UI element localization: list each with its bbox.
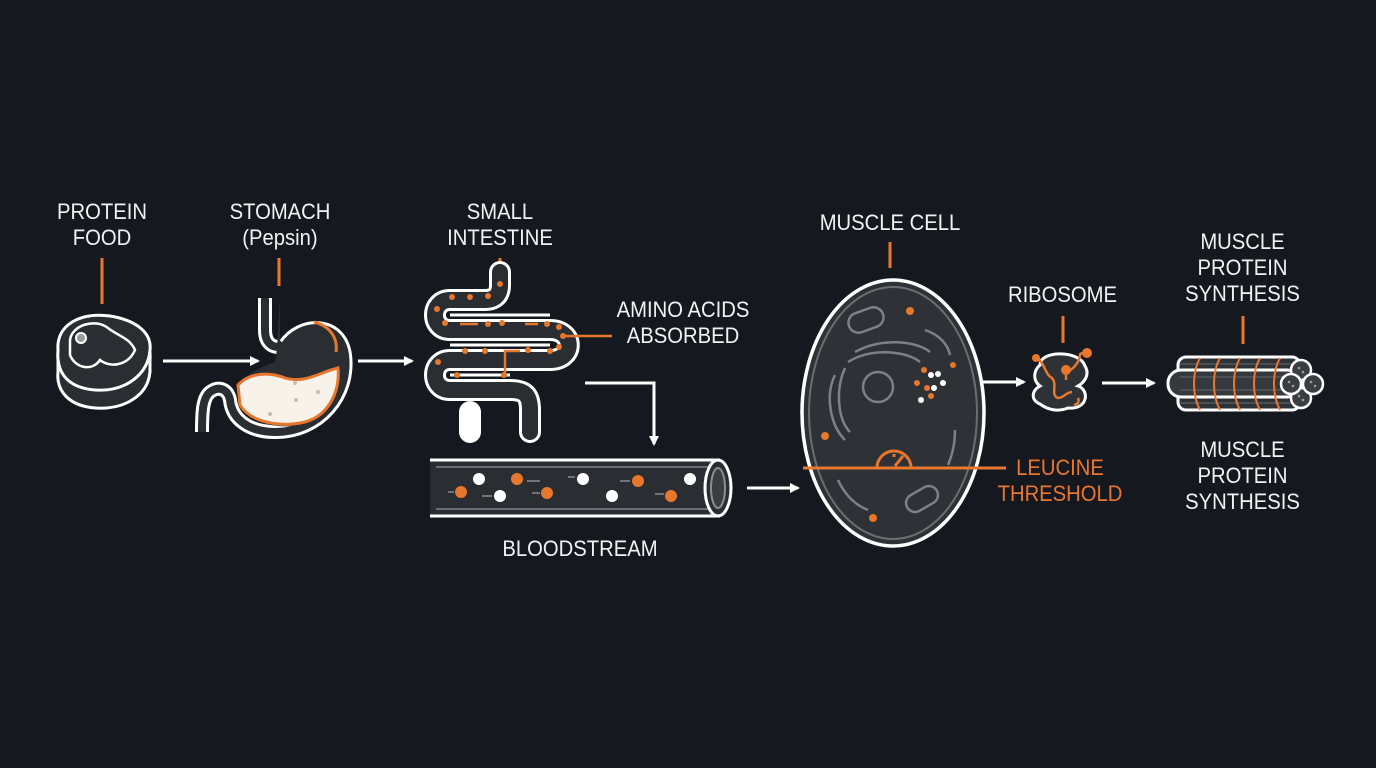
ribosome-icon [1031, 348, 1092, 412]
label-muscle-protein-synthesis-bottom: MUSCLE PROTEIN SYNTHESIS [1176, 437, 1309, 515]
label-line: LEUCINE [1016, 455, 1104, 480]
label-protein-food: PROTEIN FOOD [47, 199, 157, 251]
label-line: SMALL [466, 199, 534, 224]
label-line: SYNTHESIS [1185, 281, 1300, 306]
label-line: BLOODSTREAM [502, 536, 658, 561]
label-line: ABSORBED [626, 323, 740, 348]
label-line: PROTEIN [1197, 463, 1288, 488]
flow-arrows [163, 356, 1156, 493]
label-line: STOMACH [229, 199, 331, 224]
label-ribosome: RIBOSOME [1000, 282, 1124, 308]
label-line: FOOD [72, 225, 132, 250]
label-muscle-protein-synthesis-top: MUSCLE PROTEIN SYNTHESIS [1176, 229, 1309, 307]
label-line: SYNTHESIS [1185, 489, 1300, 514]
blood-vessel-icon [430, 458, 733, 518]
label-line: INTESTINE [447, 225, 553, 250]
label-line: RIBOSOME [1007, 282, 1118, 307]
label-bloodstream: BLOODSTREAM [497, 536, 663, 562]
label-leucine-threshold: LEUCINE THRESHOLD [996, 455, 1125, 507]
label-amino-acids-absorbed: AMINO ACIDS ABSORBED [605, 297, 761, 349]
label-line: THRESHOLD [997, 481, 1123, 506]
label-line: PROTEIN [1197, 255, 1288, 280]
steak-icon [56, 313, 152, 410]
label-small-intestine: SMALL INTESTINE [436, 199, 565, 251]
leader-lines [100, 242, 1245, 344]
label-muscle-cell: MUSCLE CELL [807, 210, 973, 236]
cell-icon [800, 278, 1006, 548]
label-line: MUSCLE [1200, 437, 1285, 462]
leucine-threshold-gauge-icon [803, 449, 1006, 470]
stomach-icon [195, 298, 353, 440]
label-line: MUSCLE [1200, 229, 1285, 254]
intestine-icon [424, 261, 612, 443]
amino-acid-dots [434, 281, 566, 378]
label-line: (Pepsin) [242, 225, 318, 250]
label-line: PROTEIN [57, 199, 147, 224]
label-line: AMINO ACIDS [616, 297, 750, 322]
label-stomach: STOMACH (Pepsin) [216, 199, 345, 251]
muscle-fiber-icon [1166, 355, 1325, 412]
label-line: MUSCLE CELL [819, 210, 961, 235]
